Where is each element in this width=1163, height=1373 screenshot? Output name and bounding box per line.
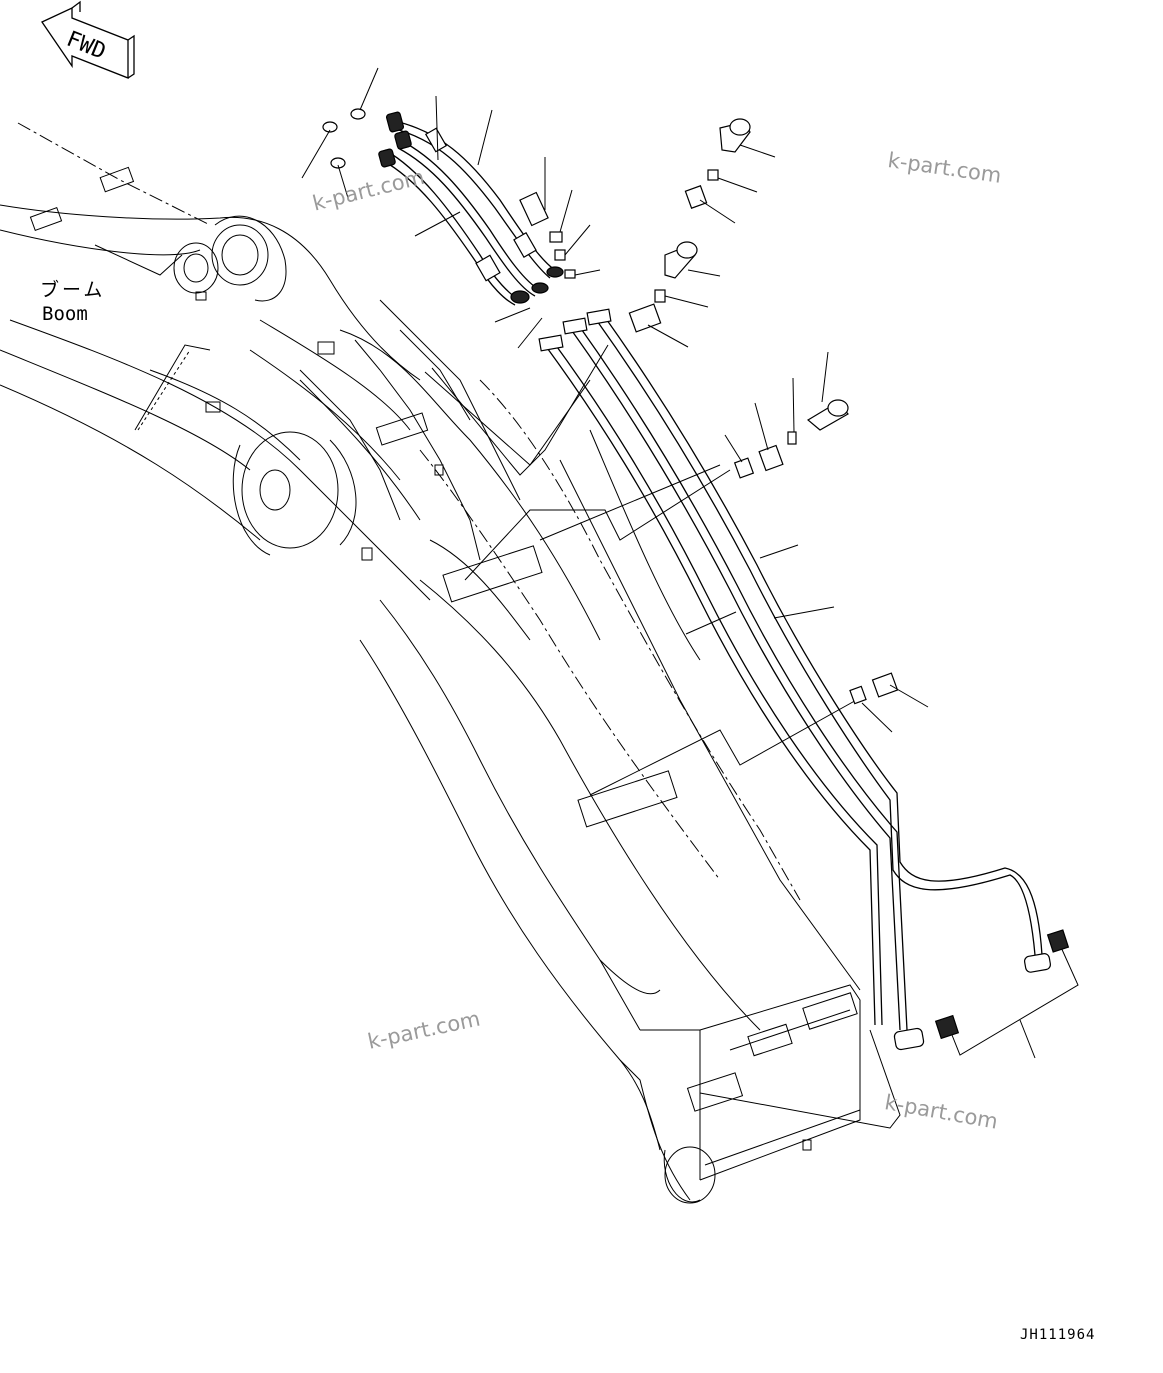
connection-lines xyxy=(424,344,1079,1129)
hardware-parts xyxy=(519,118,899,705)
boom-label-japanese: ブーム xyxy=(40,279,106,301)
boom-label-english: Boom xyxy=(42,303,88,325)
fwd-label: FWD xyxy=(63,27,109,65)
drawing-code: JH111964 xyxy=(1020,1327,1096,1343)
upper-hoses xyxy=(322,108,564,306)
long-tubes xyxy=(538,308,1070,1051)
callout-leaders xyxy=(301,67,1036,1059)
fwd-arrow-icon: FWD xyxy=(41,0,135,79)
boom-structure xyxy=(0,122,861,1204)
